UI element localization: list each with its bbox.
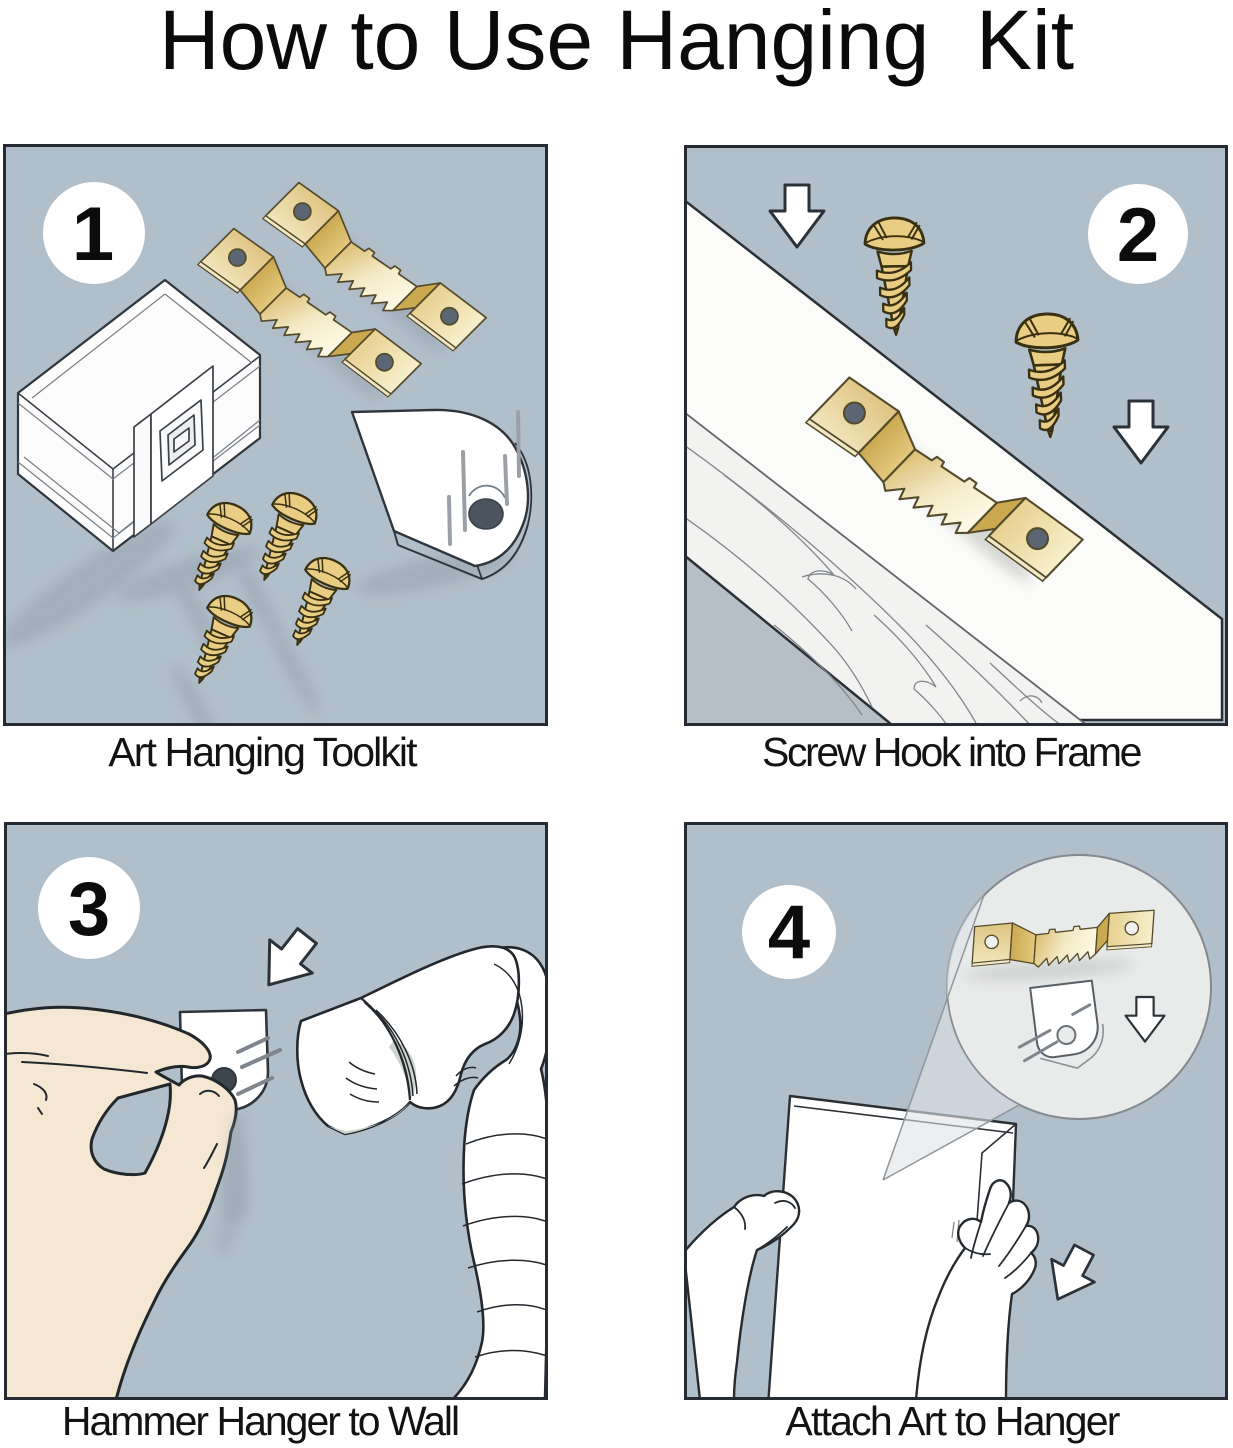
svg-text:2: 2 xyxy=(1117,193,1159,278)
svg-text:3: 3 xyxy=(68,867,110,952)
svg-text:4: 4 xyxy=(768,890,810,975)
svg-text:1: 1 xyxy=(72,192,114,277)
